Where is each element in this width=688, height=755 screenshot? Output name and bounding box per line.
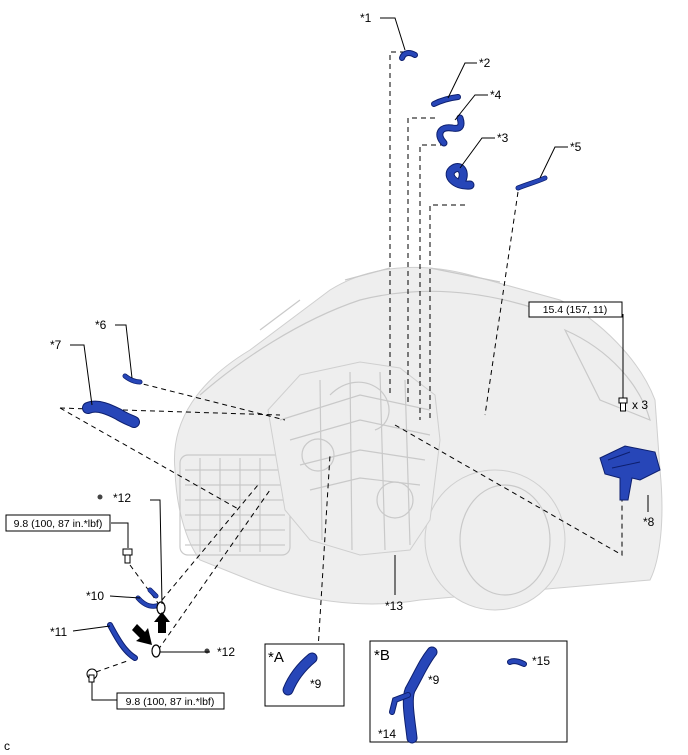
callout-5: *5 [570,140,582,154]
part-5-hose [515,175,548,191]
gasket-ring-upper [156,601,166,615]
view-b-box [369,640,568,744]
callout-3: *3 [497,131,509,145]
view-a-box [264,643,345,707]
view-a-label: *A [268,649,284,666]
part-4-hose [436,114,465,147]
callout-1: *1 [360,11,372,25]
bolt-quantity: x 3 [632,398,648,412]
vehicle-front-illustration [173,266,663,611]
dot-marker-upper [97,494,103,500]
torque-box-left-top: 9.8 (100, 87 in.*lbf) [5,514,111,532]
torque-left-top-text: 9.8 (100, 87 in.*lbf) [14,518,103,530]
arrow-up-icon [154,612,170,633]
part-7-hose [82,400,140,428]
bolt-upper [618,397,628,412]
callout-14: *14 [378,727,396,741]
part-2-hose [431,94,461,107]
connection-lines [59,51,623,673]
gasket-ring-lower [151,644,161,658]
callout-9-view-b: *9 [428,673,440,687]
dot-marker-lower [204,648,210,654]
callout-6: *6 [95,318,107,332]
part-8-bracket [599,445,661,501]
part-11-hose [107,622,138,661]
part-3-hose [445,163,475,190]
view-b-label: *B [374,647,390,664]
torque-box-upper: 15.4 (157, 11) [528,301,623,318]
callout-15: *15 [532,654,550,668]
callout-4: *4 [490,88,502,102]
callout-10: *10 [86,589,104,603]
callout-labels: *1 *2 *4 *3 *5 *6 *7 *8 *12 *10 *11 *12 … [4,11,655,753]
arrow-diagonal-icon [132,624,152,645]
torque-box-left-bottom: 9.8 (100, 87 in.*lbf) [116,692,225,710]
callout-8: *8 [643,515,655,529]
part-10-hose [135,587,163,609]
callout-9-view-a: *9 [310,677,322,691]
torque-upper-text: 15.4 (157, 11) [543,304,608,316]
bolt-left-upper [122,548,133,564]
callout-11: *11 [50,625,67,639]
part-6-hose [122,373,143,385]
bolt-left-lower [86,668,98,683]
callout-13: *13 [385,599,403,613]
callout-12-top: *12 [113,491,131,505]
corner-code: c [4,739,10,753]
part-1-hose [399,50,418,61]
torque-left-bottom-text: 9.8 (100, 87 in.*lbf) [126,696,215,708]
callout-12-bottom: *12 [217,645,235,659]
callout-7: *7 [50,338,62,352]
callout-2: *2 [479,56,491,70]
